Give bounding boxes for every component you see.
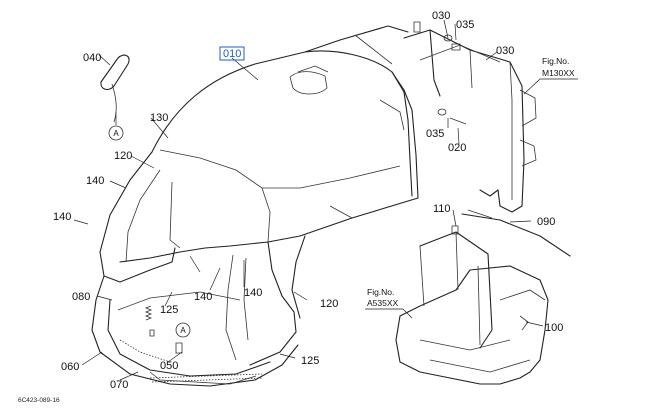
svg-text:A: A	[113, 129, 119, 138]
grille-mesh	[119, 339, 263, 383]
callout-090[interactable]: 090	[537, 216, 555, 228]
callout-125-upper[interactable]: 125	[160, 304, 178, 316]
lower-support-frame[interactable]	[395, 231, 549, 385]
fig-ref-a535[interactable]: Fig.No. A535XX	[365, 287, 413, 319]
callout-035-lower[interactable]: 035	[426, 128, 444, 140]
callout-080[interactable]: 080	[72, 291, 90, 303]
callout-125-lower[interactable]: 125	[301, 355, 319, 367]
callout-035-top[interactable]: 035	[456, 19, 474, 31]
callout-010[interactable]: 010	[223, 48, 241, 60]
clip-100[interactable]	[519, 315, 529, 331]
bolt-030[interactable]	[413, 21, 461, 51]
callout-020[interactable]: 020	[448, 142, 466, 154]
washer-035[interactable]	[437, 34, 453, 116]
callout-030-right[interactable]: 030	[496, 45, 514, 57]
rod-090[interactable]	[461, 209, 571, 257]
callout-140-left-upper[interactable]: 140	[86, 175, 104, 187]
callout-070[interactable]: 070	[110, 379, 128, 391]
callout-130[interactable]: 130	[150, 112, 168, 124]
side-panel-left[interactable]	[99, 151, 181, 283]
svg-text:M130XX: M130XX	[542, 68, 575, 78]
callout-040[interactable]: 040	[83, 52, 101, 64]
pin-020[interactable]	[449, 117, 467, 125]
side-panel-right[interactable]	[225, 235, 306, 366]
callout-030-top[interactable]: 030	[432, 10, 450, 22]
fig-ref-m130[interactable]: Fig.No. M130XX	[523, 56, 578, 95]
front-grille-frame[interactable]	[91, 275, 299, 387]
hood-support-bracket[interactable]	[403, 29, 537, 213]
svg-text:A535XX: A535XX	[367, 298, 399, 308]
svg-text:Fig.No.: Fig.No.	[542, 56, 569, 66]
drawing-code: 6C423-089-16	[18, 397, 60, 404]
marker-a-top[interactable]: A	[108, 125, 124, 141]
marker-a-bottom[interactable]: A	[175, 322, 191, 338]
svg-text:Fig.No.: Fig.No.	[367, 287, 394, 297]
hood-assembly[interactable]	[119, 25, 419, 263]
callout-060[interactable]: 060	[61, 361, 79, 373]
callout-010-highlight	[219, 46, 245, 61]
callout-100[interactable]: 100	[545, 322, 563, 334]
lamp-assembly[interactable]	[100, 54, 130, 123]
callout-140-left-lower[interactable]: 140	[53, 211, 71, 223]
spring-part[interactable]	[144, 305, 183, 354]
callout-140-right[interactable]: 140	[244, 287, 262, 299]
callout-120-left[interactable]: 120	[114, 150, 132, 162]
callout-120-right[interactable]: 120	[320, 298, 338, 310]
callout-110[interactable]: 110	[433, 203, 451, 215]
svg-text:A: A	[180, 326, 186, 335]
callout-140-center[interactable]: 140	[194, 291, 212, 303]
callout-050[interactable]: 050	[160, 360, 178, 372]
leader-lines	[73, 19, 544, 381]
